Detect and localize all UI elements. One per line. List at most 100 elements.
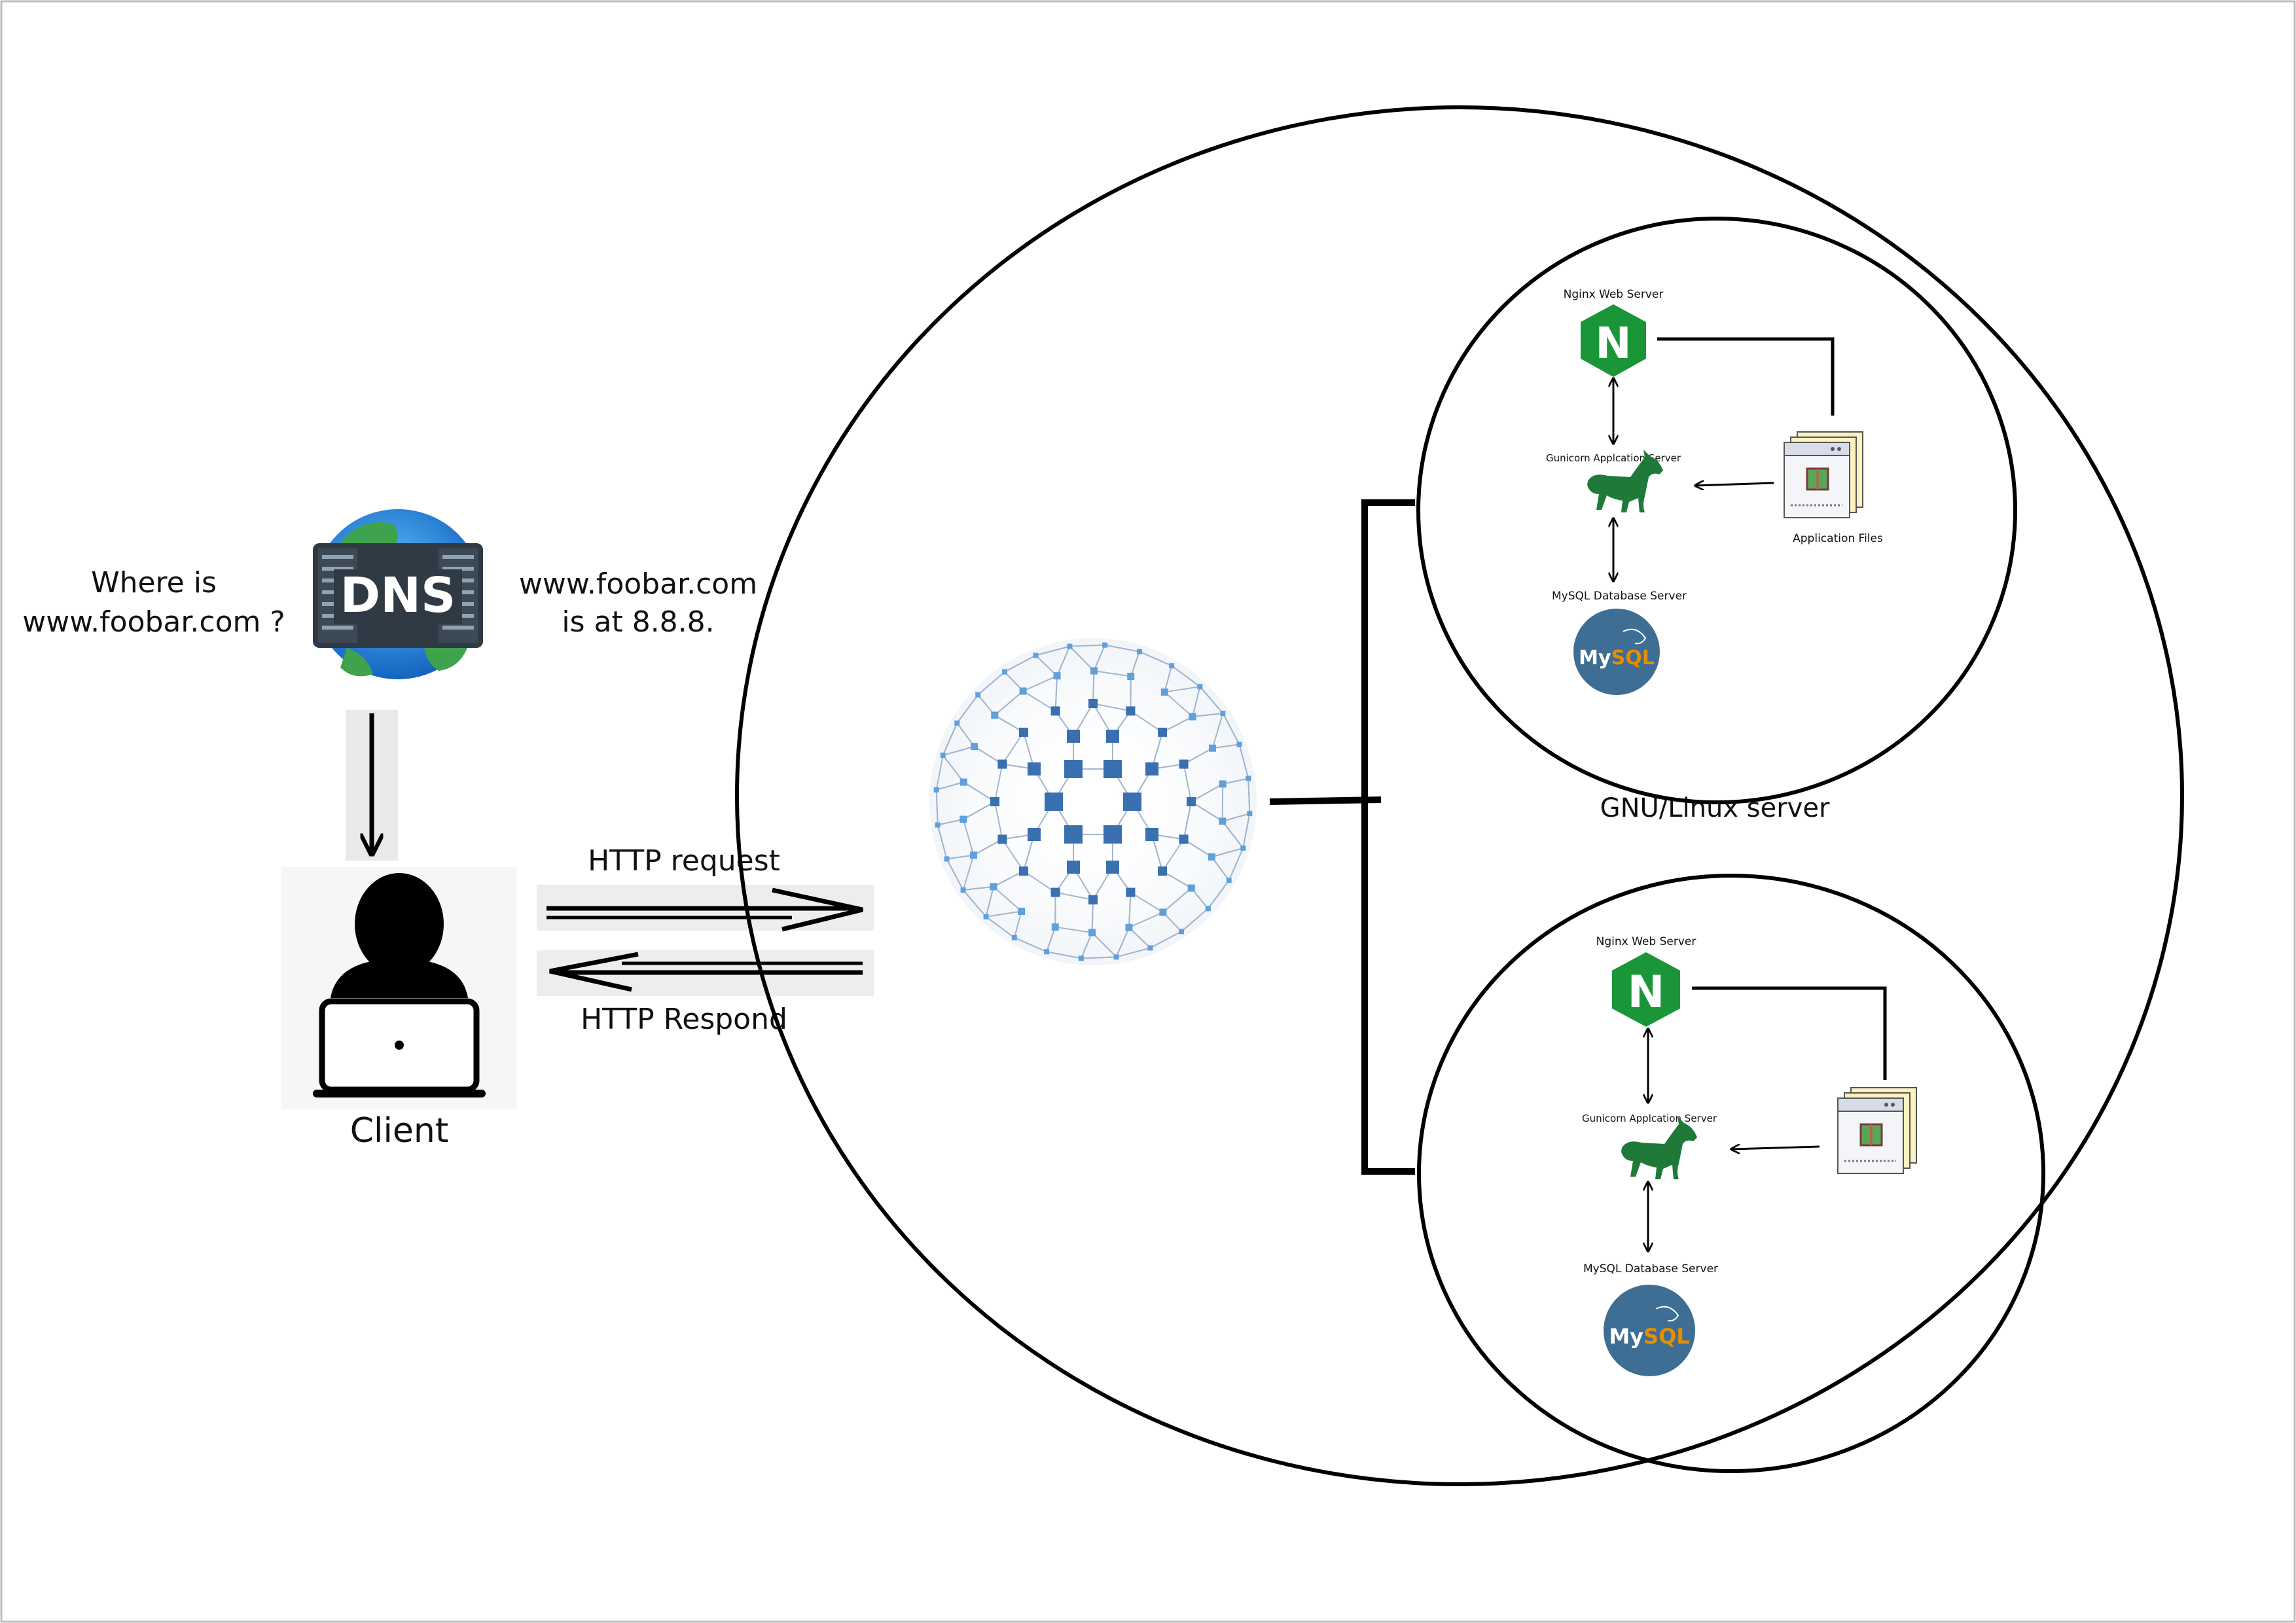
network-node: [1088, 929, 1096, 936]
dns-question-line1: Where is: [91, 566, 217, 599]
network-link: [1130, 710, 1163, 733]
gunicorn-unicorn-icon: [1621, 1116, 1697, 1179]
network-node: [997, 834, 1007, 844]
network-link: [1211, 713, 1224, 749]
http-request-arrow[interactable]: [537, 885, 874, 932]
network-node: [1187, 797, 1196, 806]
network-link: [993, 886, 1022, 912]
network-node: [1158, 866, 1168, 876]
network-link: [1023, 870, 1056, 893]
network-link: [962, 855, 975, 891]
network-link: [1081, 956, 1117, 959]
network-link: [1164, 691, 1193, 717]
network-link: [1212, 743, 1240, 749]
network-link: [1080, 932, 1093, 959]
network-node: [1045, 793, 1063, 811]
network-node: [1126, 887, 1136, 897]
network-link: [1183, 764, 1192, 802]
network-link: [1091, 932, 1117, 958]
network-link: [1183, 747, 1213, 765]
network-node: [944, 856, 950, 862]
network-link: [1238, 744, 1249, 779]
network-link: [1171, 665, 1200, 688]
network-node: [1159, 908, 1167, 916]
nginx-icon: N: [1581, 304, 1646, 377]
server-label: GNU/Linux server: [1600, 793, 1830, 823]
network-node: [1189, 713, 1196, 721]
network-link: [937, 819, 964, 826]
network-node: [1088, 699, 1098, 708]
network-node: [1050, 887, 1060, 897]
network-node: [1208, 853, 1215, 861]
network-node: [1067, 643, 1073, 649]
network-node: [1113, 954, 1119, 960]
network-node: [1179, 834, 1189, 844]
network-link: [1001, 838, 1024, 872]
network-link: [936, 781, 964, 791]
network-node: [1018, 907, 1026, 915]
network-link: [942, 722, 958, 756]
network-link: [1130, 891, 1164, 913]
network-node: [1050, 706, 1060, 716]
network-link: [1162, 887, 1192, 913]
dns-answer-line2: is at 8.8.8.: [562, 605, 714, 639]
network-node: [990, 883, 997, 891]
network-link: [946, 854, 974, 860]
network-link: [962, 819, 975, 856]
network-link: [1022, 690, 1056, 712]
network-link: [1069, 645, 1095, 671]
network-node: [1145, 828, 1158, 841]
network-link: [977, 671, 1005, 696]
network-node: [1123, 793, 1141, 811]
svg-text:N: N: [1595, 318, 1631, 368]
network-node: [1187, 884, 1195, 892]
dns-server-icon: DNS: [313, 509, 483, 679]
network-node: [1158, 727, 1168, 737]
network-node: [990, 797, 999, 806]
nginx-label-top: Nginx Web Server: [1564, 288, 1664, 301]
client-user-icon: [281, 867, 517, 1109]
network-link: [1054, 675, 1058, 711]
network-link: [1104, 644, 1140, 652]
network-link: [1207, 880, 1230, 909]
network-link: [963, 801, 996, 820]
network-link: [973, 838, 1003, 856]
network-node: [1033, 652, 1039, 658]
network-link: [1164, 665, 1173, 692]
network-link: [942, 755, 965, 783]
dns-question-line2: www.foobar.com ?: [22, 605, 285, 639]
network-link: [1191, 783, 1223, 802]
network-node: [1102, 642, 1108, 648]
network-link: [1222, 813, 1250, 822]
server-node-top: Nginx Web Server N Gunicorn Applcation S…: [1416, 217, 2017, 804]
network-connector: [1269, 499, 1415, 1175]
network-node: [1090, 667, 1098, 675]
network-node: [1205, 906, 1211, 912]
network-link: [1046, 927, 1056, 952]
network-link: [1228, 847, 1244, 881]
gunicorn-label-bottom: Gunicorn Applcation Server: [1582, 1113, 1717, 1124]
network-node: [1001, 669, 1007, 675]
network-node: [960, 887, 966, 893]
network-link: [1183, 801, 1192, 840]
network-link: [1139, 651, 1172, 667]
svg-text:MySQL: MySQL: [1609, 1324, 1689, 1349]
network-link: [1001, 732, 1024, 765]
network-link: [1183, 838, 1212, 858]
network-link: [1162, 716, 1193, 733]
network-link: [1222, 777, 1249, 785]
network-node: [1160, 688, 1168, 696]
network-node: [1106, 861, 1119, 874]
http-respond-arrow[interactable]: [537, 950, 874, 996]
nginx-to-files-line: [1692, 986, 1887, 1080]
network-node: [1028, 828, 1041, 841]
network-link: [1055, 926, 1092, 933]
network-node: [1011, 935, 1017, 940]
nginx-to-files-line: [1657, 337, 1835, 416]
files-to-gunicorn-arrow: [1695, 483, 1774, 486]
network-link: [1055, 891, 1094, 901]
network-node: [1064, 825, 1083, 844]
network-node: [1125, 923, 1133, 931]
network-link: [994, 801, 1003, 840]
